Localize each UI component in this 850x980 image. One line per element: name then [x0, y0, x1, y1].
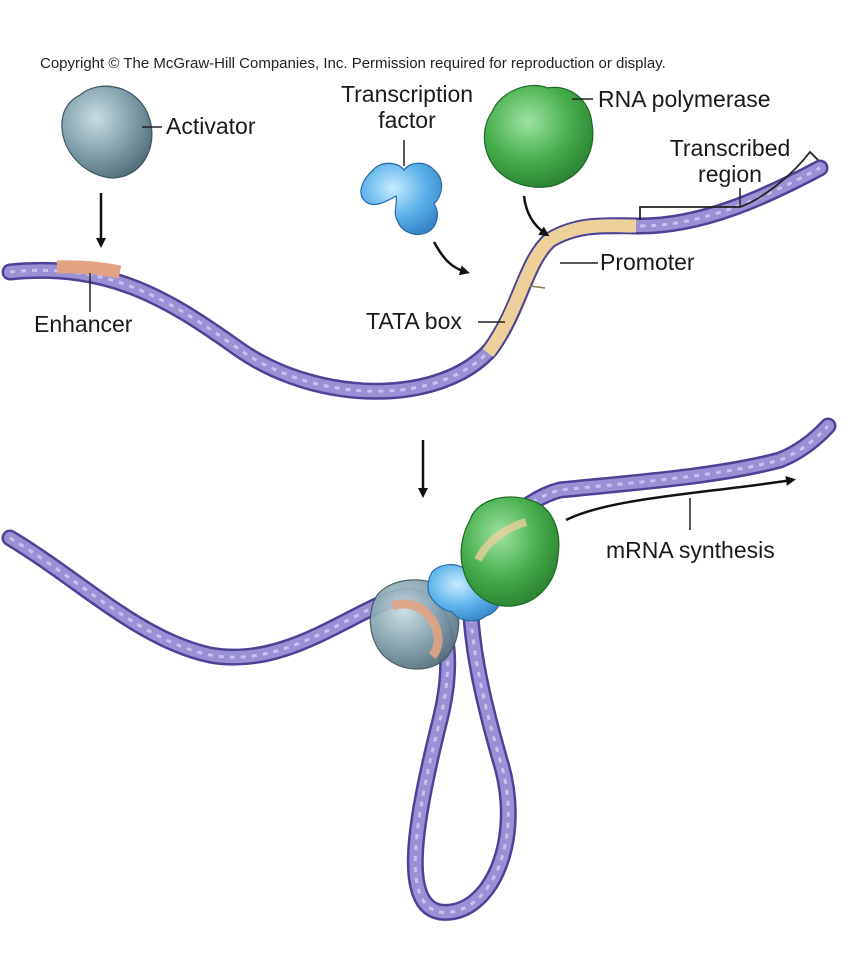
arrow-tf-to-tata	[432, 241, 470, 276]
copyright-notice: Copyright © The McGraw-Hill Companies, I…	[40, 55, 666, 72]
activator-label: Activator	[166, 113, 256, 139]
transcribed-region-label: Transcribed region	[660, 135, 800, 188]
arrow-pol-to-promoter	[522, 195, 550, 237]
transcription-factor-label: Transcription factor	[330, 81, 484, 134]
bound-promoter-segment	[474, 518, 528, 562]
promoter-label: Promoter	[600, 249, 695, 275]
transcription-factor-label-line2: factor	[378, 106, 436, 133]
mrna-synthesis-label: mRNA synthesis	[606, 537, 775, 563]
tata-box-label: TATA box	[366, 308, 462, 334]
transcribed-region-label-line2: region	[698, 160, 762, 187]
transcription-factor-protein	[360, 162, 443, 235]
rna-polymerase-label: RNA polymerase	[598, 86, 771, 112]
tata-box-divider	[529, 285, 546, 289]
transcribed-region-label-line1: Transcribed	[669, 135, 791, 161]
bound-enhancer-segment	[390, 599, 443, 660]
bound-rna-polymerase	[460, 496, 560, 607]
rna-polymerase-protein	[483, 84, 594, 188]
promoter-segment	[482, 219, 637, 357]
mrna-synthesis-arrow	[565, 475, 796, 522]
transcription-factor-label-line1: Transcription	[340, 81, 474, 107]
enhancer-label: Enhancer	[34, 311, 133, 337]
activator-protein	[61, 85, 153, 179]
dna-strand-bottom	[1, 417, 837, 921]
enhancer-segment	[56, 260, 122, 279]
